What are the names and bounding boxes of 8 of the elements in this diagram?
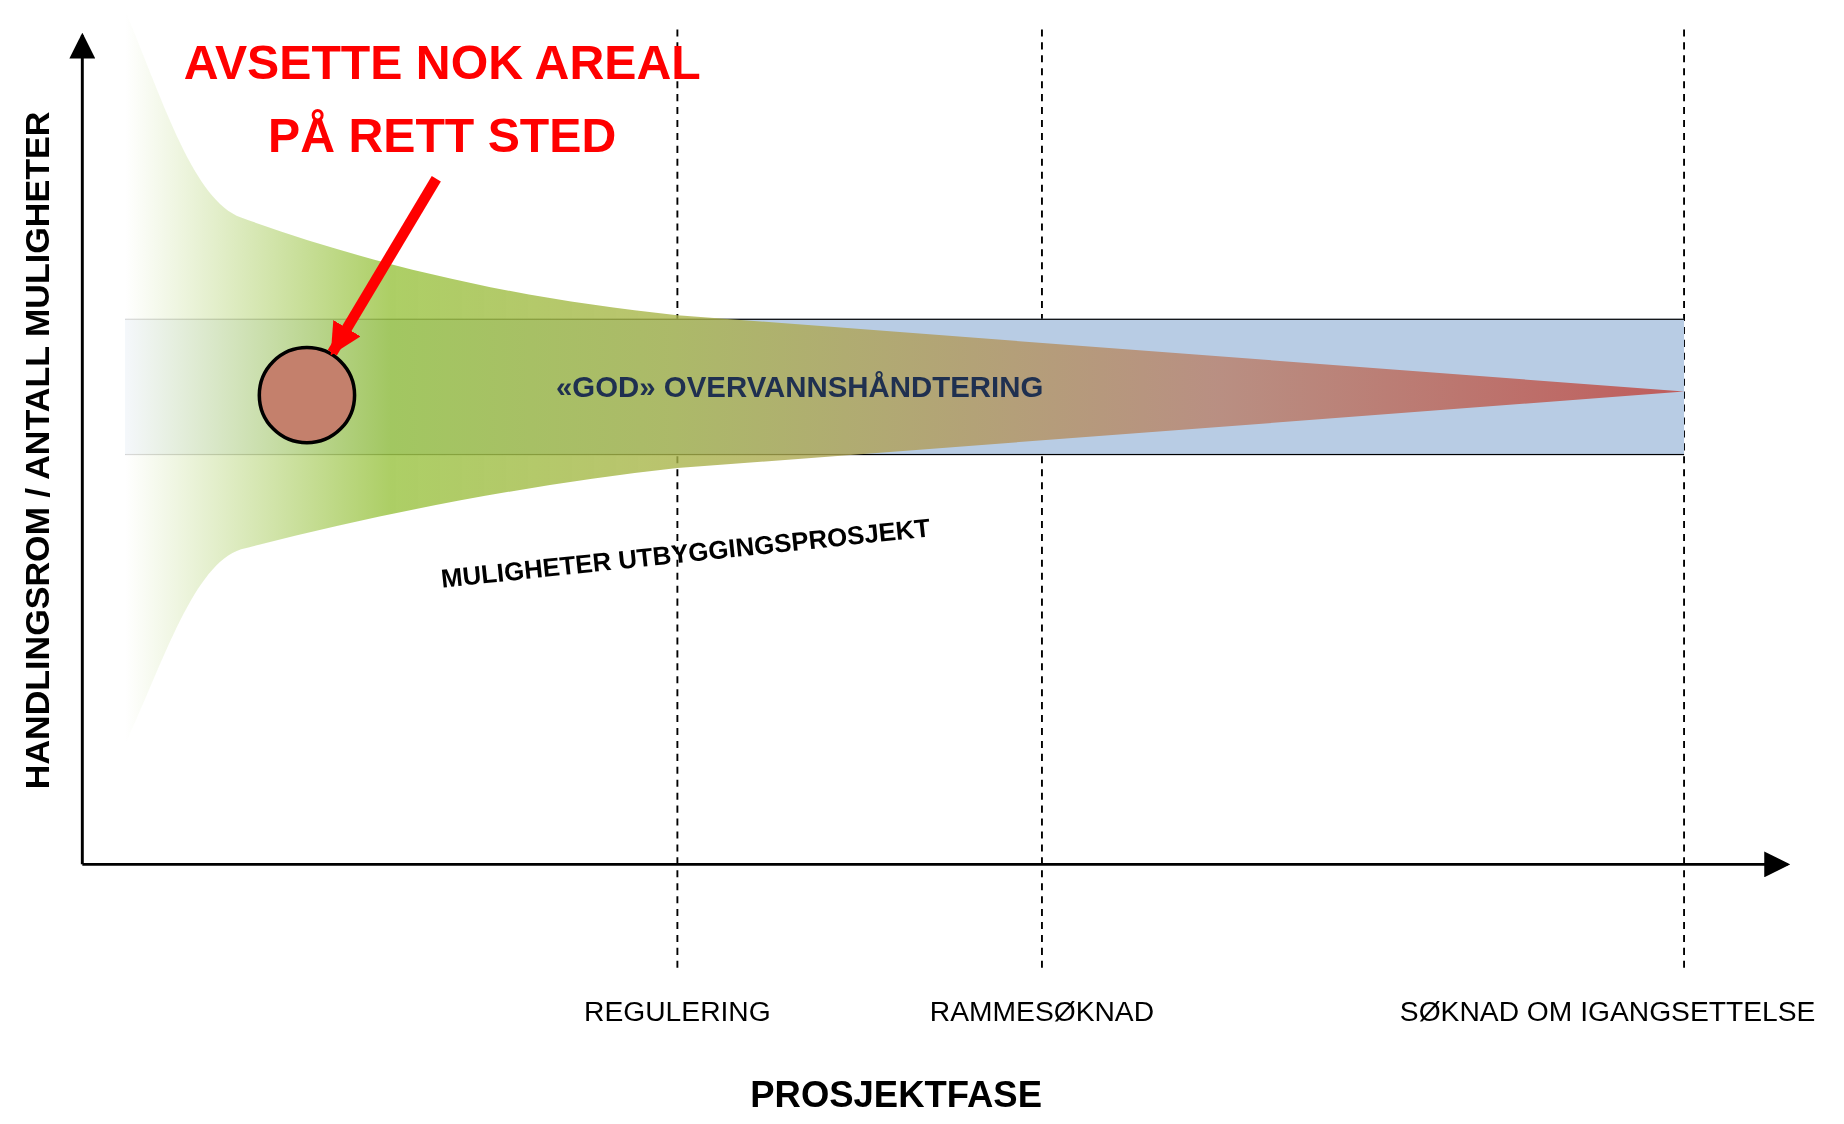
band-label: «GOD» OVERVANNSHÅNDTERING (555, 369, 1045, 405)
axis-title: HANDLINGSROM / ANTALL MULIGHETER (17, 110, 58, 792)
axis-title: PROSJEKTFASE (749, 1073, 1043, 1117)
phase-label: RAMMESØKNAD (928, 993, 1156, 1029)
phase-label: REGULERING (583, 993, 772, 1029)
callout-heading: AVSETTE NOK AREAL PÅ RETT STED (148, 25, 737, 172)
phase-label: SØKNAD OM IGANGSETTELSE (1398, 993, 1817, 1029)
arrow (327, 176, 441, 356)
